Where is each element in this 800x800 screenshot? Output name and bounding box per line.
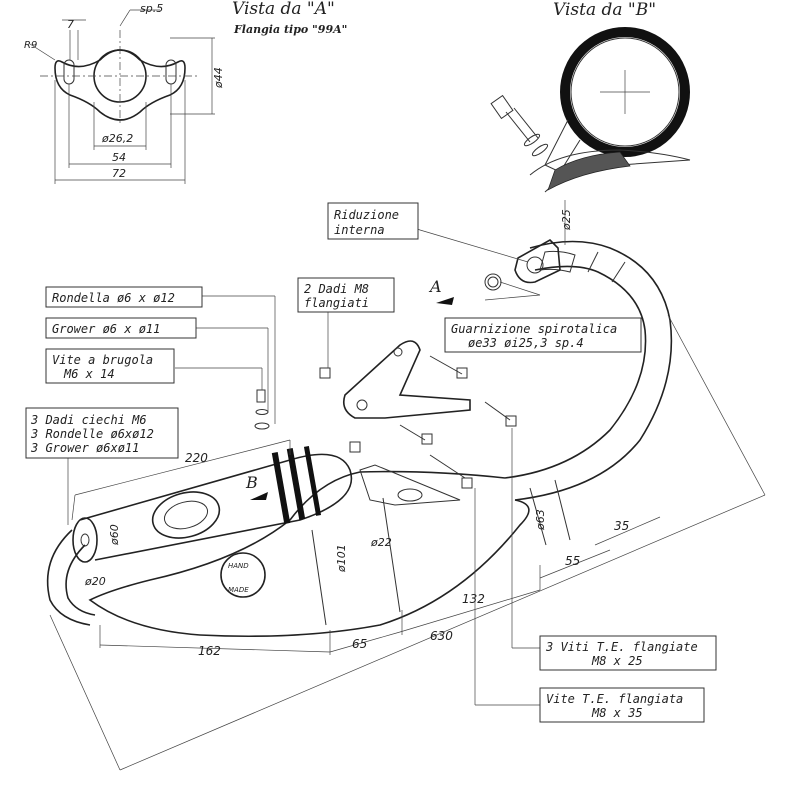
grower-text: Grower ø6 x ø11 (52, 322, 160, 336)
flange-sp-label: sp.5 (140, 2, 163, 15)
callout-vite-te: Vite T.E. flangiata M8 x 35 (539, 687, 705, 723)
vite-brugola-line2: M6 x 14 (63, 367, 115, 381)
guarnizione-line1: Guarnizione spirotalica (451, 322, 617, 336)
dadi-m8-line1: 2 Dadi M8 (304, 282, 369, 296)
guarnizione-line2: øe33 øi25,3 sp.4 (468, 336, 584, 350)
callout-vite-brugola: Vite a brugola M6 x 14 (45, 348, 175, 384)
viti-te-line1: 3 Viti T.E. flangiate (545, 640, 698, 654)
dim-162: 162 (198, 644, 221, 658)
viti-te-line2: M8 x 25 (591, 654, 643, 668)
callout-rondella: Rondella ø6 x ø12 (45, 286, 203, 308)
riduzione-line2: interna (334, 223, 385, 237)
dadi-ciechi-line1: 3 Dadi ciechi M6 (30, 413, 147, 427)
badge-made-text: MADE (228, 586, 249, 594)
callout-dadi-m8: 2 Dadi M8 flangiati (297, 277, 395, 313)
dadi-ciechi-line2: 3 Rondelle ø6xø12 (30, 427, 154, 441)
clamp-view-b (490, 27, 691, 193)
vite-te-line1: Vite T.E. flangiata (546, 692, 683, 706)
arrow-b-label: B (245, 473, 258, 492)
callout-guarnizione: Guarnizione spirotalica øe33 øi25,3 sp.4 (444, 317, 642, 353)
arrow-a-label: A (428, 277, 442, 296)
dim-d101: ø101 (335, 544, 348, 573)
vite-te-line2: M8 x 35 (591, 706, 643, 720)
callout-viti-te: 3 Viti T.E. flangiate M8 x 25 (539, 635, 717, 671)
exhaust-assembly: HAND MADE (46, 239, 673, 638)
dim-d25: ø25 (560, 209, 573, 231)
dimension-lines (49, 200, 766, 771)
flange-height-label: ø44 (212, 67, 225, 89)
dim-630: 630 (430, 629, 453, 643)
flange-view-a: sp.5 R9 7 ø44 ø26,2 54 72 (24, 2, 225, 184)
vite-brugola-line1: Vite a brugola (52, 353, 153, 367)
flange-hole-spacing-label: 54 (112, 151, 126, 164)
flange-radius-label: R9 (24, 40, 37, 51)
dim-d22: ø22 (370, 536, 392, 549)
dim-d63: ø63 (534, 509, 547, 531)
callout-grower: Grower ø6 x ø11 (45, 317, 197, 339)
handmade-badge-icon (220, 552, 266, 598)
dim-35: 35 (614, 519, 629, 533)
view-b-title: Vista da "B" (553, 0, 656, 20)
dim-220: 220 (185, 451, 208, 465)
dim-d20: ø20 (84, 575, 106, 588)
dadi-ciechi-line3: 3 Grower ø6xø11 (30, 441, 139, 455)
dim-132: 132 (462, 592, 485, 606)
view-a-subtitle: Flangia tipo "99A" (233, 23, 347, 36)
brand-logo-icon (151, 491, 221, 539)
callout-riduzione: Riduzione interna (327, 202, 419, 240)
rondella-text: Rondella ø6 x ø12 (52, 291, 175, 305)
dadi-m8-line2: flangiati (304, 296, 369, 310)
view-a-title: Vista da "A" (232, 0, 335, 19)
badge-hand-text: HAND (228, 562, 249, 570)
flange-width-label: 72 (112, 167, 126, 180)
flange-bore-label: ø26,2 (101, 132, 133, 145)
flange-slot-width-label: 7 (67, 18, 74, 31)
riduzione-line1: Riduzione (334, 208, 399, 222)
callout-dadi-ciechi: 3 Dadi ciechi M6 3 Rondelle ø6xø12 3 Gro… (25, 407, 179, 459)
dim-d60: ø60 (108, 524, 121, 546)
dim-55: 55 (565, 554, 580, 568)
dim-65: 65 (352, 637, 367, 651)
callout-leaders (67, 219, 541, 706)
